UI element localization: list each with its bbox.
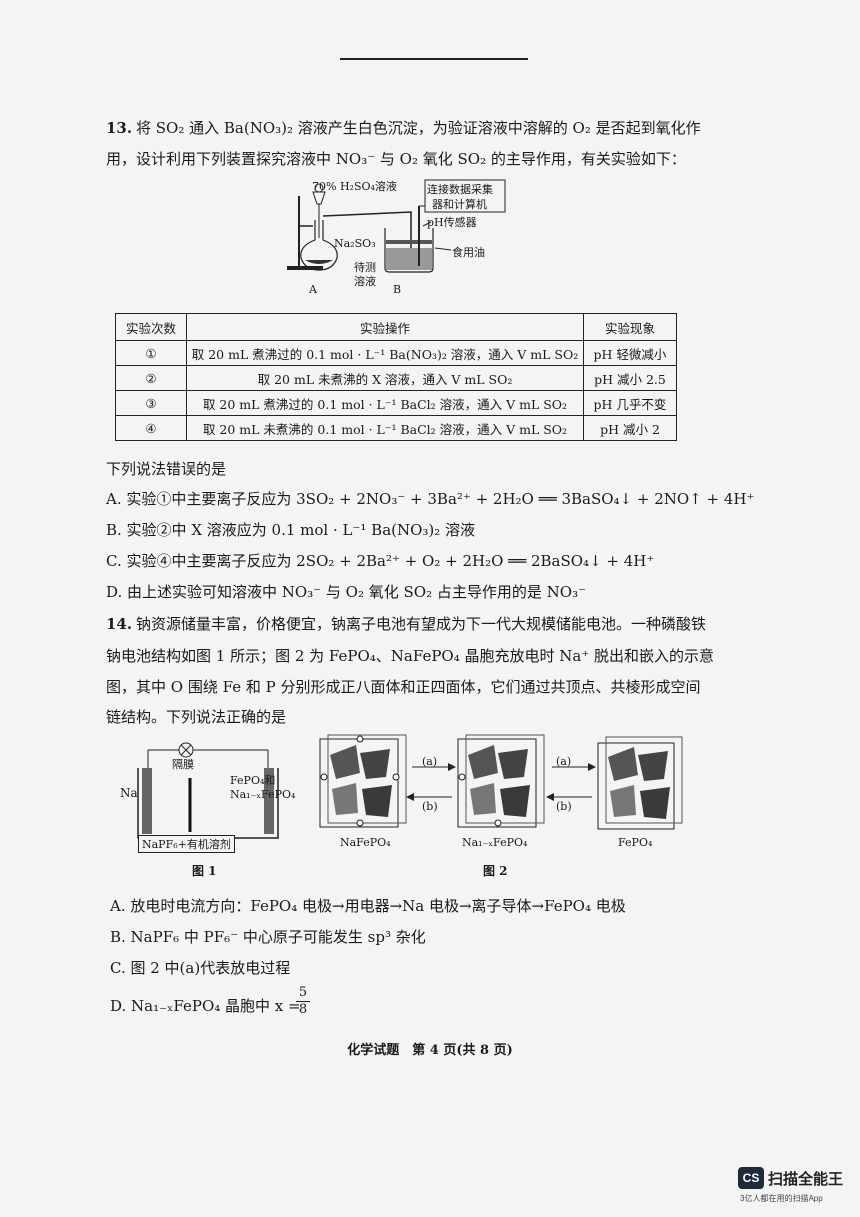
apparatus-diagram <box>287 179 506 273</box>
scanner-tagline: 3亿人都在用的扫描App <box>740 1194 823 1203</box>
table-cell: pH 轻微减小 <box>583 340 677 366</box>
fraction-numerator: 5 <box>298 985 308 1000</box>
q14-option-b: B. NaPF₆ 中 PF₆⁻ 中心原子可能发生 sp³ 杂化 <box>110 928 426 946</box>
q14-option-a: A. 放电时电流方向：FePO₄ 电极→用电器→Na 电极→离子导体→FePO₄… <box>110 897 626 915</box>
q14-option-c: C. 图 2 中(a)代表放电过程 <box>110 959 291 977</box>
table-header: 实验现象 <box>583 313 677 341</box>
figure1-caption: 图 1 <box>192 864 217 878</box>
table-row: ④ 取 20 mL 未煮沸的 0.1 mol · L⁻¹ BaCl₂ 溶液，通入… <box>115 415 677 441</box>
table-cell: ③ <box>115 390 187 416</box>
table-cell: 取 20 mL 未煮沸的 X 溶液，通入 V mL SO₂ <box>186 365 584 391</box>
separator-label: 隔膜 <box>172 758 194 771</box>
q14-option-d: D. Na₁₋ₓFePO₄ 晶胞中 x = <box>110 997 301 1015</box>
table-cell: pH 减小 2.5 <box>583 365 677 391</box>
page-footer: 化学试题 第 4 页(共 8 页) <box>347 1043 513 1058</box>
label-b: B <box>393 283 402 296</box>
q14-stem-line2: 钠电池结构如图 1 所示；图 2 为 FePO₄、NaFePO₄ 晶胞充放电时 … <box>106 647 715 665</box>
q14-stem-line4: 链结构。下列说法正确的是 <box>106 708 287 726</box>
arrow-a-label: (a) <box>422 755 438 768</box>
q14-stem-line3: 图，其中 O 围绕 Fe 和 P 分别形成正八面体和正四面体，它们通过共顶点、共… <box>106 678 701 696</box>
solution-label-line1: 待测 <box>354 261 376 274</box>
experiment-table: 实验次数 实验操作 实验现象 ① 取 20 mL 煮沸过的 0.1 mol · … <box>115 313 677 441</box>
table-row: ① 取 20 mL 煮沸过的 0.1 mol · L⁻¹ Ba(NO₃)₂ 溶液… <box>115 340 677 366</box>
cell-fepo4 <box>597 736 683 830</box>
table-header: 实验次数 <box>115 313 187 341</box>
q13-stem-line1: 将 SO₂ 通入 Ba(NO₃)₂ 溶液产生白色沉淀，为验证溶液中溶解的 O₂ … <box>136 119 701 137</box>
arrow-b-label-2: (b) <box>556 800 572 813</box>
q14-number: 14. <box>106 615 133 633</box>
battery-diagram <box>137 742 279 839</box>
crystal-cells-diagram <box>319 734 683 830</box>
ph-sensor-label: pH传感器 <box>427 216 477 229</box>
figure2-caption: 图 2 <box>483 864 508 878</box>
q14-stem-line1: 钠资源储量丰富，价格便宜，钠离子电池有望成为下一代大规模储能电池。一种磷酸铁 <box>136 615 707 633</box>
table-header-row: 实验次数 实验操作 实验现象 <box>115 313 677 341</box>
q13-option-d: D. 由上述实验可知溶液中 NO₃⁻ 与 O₂ 氧化 SO₂ 占主导作用的是 N… <box>106 583 587 601</box>
q13-number: 13. <box>106 119 133 137</box>
na1-xfepo4-label: Na₁₋ₓFePO₄ <box>462 836 528 849</box>
acid-label: 70% H₂SO₄溶液 <box>312 180 397 193</box>
table-cell: 取 20 mL 煮沸过的 0.1 mol · L⁻¹ Ba(NO₃)₂ 溶液，通… <box>186 340 584 366</box>
data-box-line1: 连接数据采集 <box>427 183 493 196</box>
label-a: A <box>309 283 317 296</box>
fepo4-label: FePO₄ <box>618 836 653 849</box>
electrolyte-label: NaPF₆+有机溶剂 <box>138 835 235 853</box>
cell-nafepo4 <box>319 734 407 828</box>
table-cell: ② <box>115 365 187 391</box>
table-cell: 取 20 mL 未煮沸的 0.1 mol · L⁻¹ BaCl₂ 溶液，通入 V… <box>186 415 584 441</box>
cell-na1-xfepo4 <box>457 734 545 828</box>
top-rule <box>340 58 528 60</box>
table-cell: 取 20 mL 煮沸过的 0.1 mol · L⁻¹ BaCl₂ 溶液，通入 V… <box>186 390 584 416</box>
q13-option-c: C. 实验④中主要离子反应为 2SO₂ + 2Ba²⁺ + O₂ + 2H₂O … <box>106 552 655 570</box>
table-cell: pH 减小 2 <box>583 415 677 441</box>
oil-label: 食用油 <box>452 246 485 259</box>
solution-label-line2: 溶液 <box>354 275 376 288</box>
q13-option-a: A. 实验①中主要离子反应为 3SO₂ + 2NO₃⁻ + 3Ba²⁺ + 2H… <box>106 490 755 508</box>
fraction: 5 8 <box>296 985 310 1018</box>
na-electrode-label: Na <box>120 786 138 800</box>
table-cell: ④ <box>115 415 187 441</box>
arrow-b-label: (b) <box>422 800 438 813</box>
q13-stem-line2: 用，设计利用下列装置探究溶液中 NO₃⁻ 与 O₂ 氧化 SO₂ 的主导作用，有… <box>106 150 686 168</box>
table-cell: ① <box>115 340 187 366</box>
table-cell: pH 几乎不变 <box>583 390 677 416</box>
arrow-a-label-2: (a) <box>556 755 572 768</box>
data-box-line2: 器和计算机 <box>432 198 487 211</box>
scanner-logo: CS <box>738 1167 764 1189</box>
table-header: 实验操作 <box>186 313 584 341</box>
q13-prompt: 下列说法错误的是 <box>106 460 227 478</box>
cathode-label-line1: FePO₄和 <box>230 774 276 787</box>
scanner-name: 扫描全能王 <box>768 1171 844 1188</box>
table-row: ② 取 20 mL 未煮沸的 X 溶液，通入 V mL SO₂ pH 减小 2.… <box>115 365 677 391</box>
q13-option-b: B. 实验②中 X 溶液应为 0.1 mol · L⁻¹ Ba(NO₃)₂ 溶液 <box>106 521 476 539</box>
fraction-denominator: 8 <box>296 1001 310 1018</box>
flask-label: Na₂SO₃ <box>334 237 376 250</box>
cathode-label-line2: Na₁₋ₓFePO₄ <box>230 788 296 801</box>
table-row: ③ 取 20 mL 煮沸过的 0.1 mol · L⁻¹ BaCl₂ 溶液，通入… <box>115 390 677 416</box>
nafepo4-label: NaFePO₄ <box>340 836 391 849</box>
